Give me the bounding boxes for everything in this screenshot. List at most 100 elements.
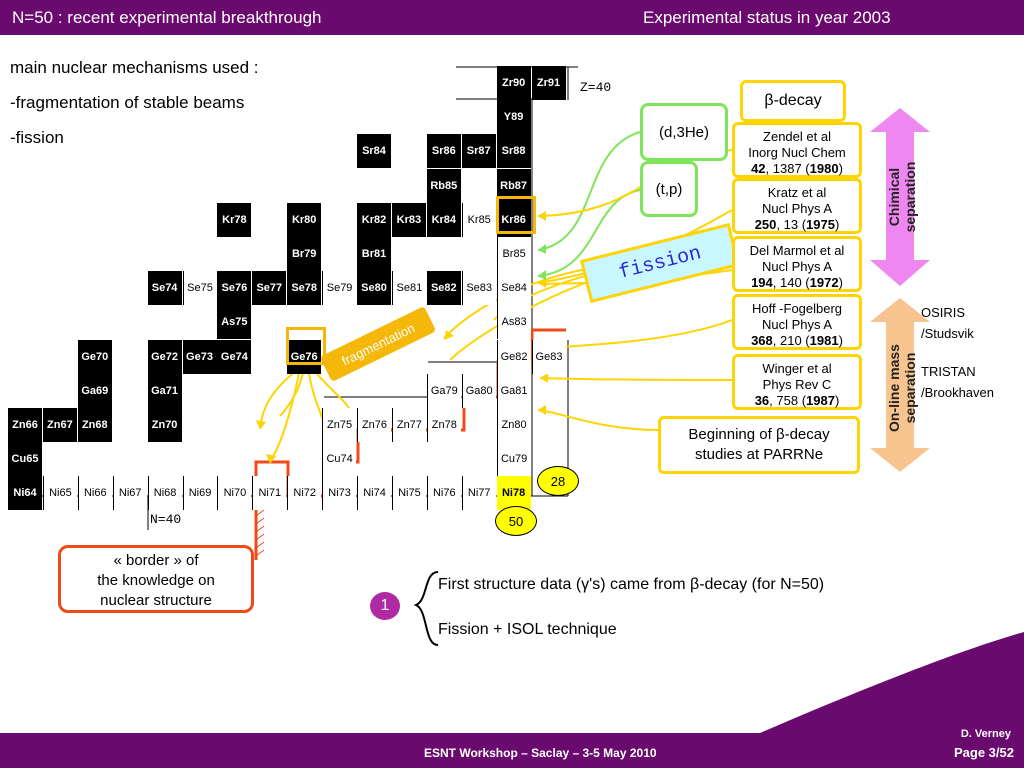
nuclide-ga69: Ga69	[77, 373, 112, 408]
nuclide-kr85: Kr85	[461, 202, 496, 237]
nuclide-sr84: Sr84	[357, 134, 391, 169]
border-note: « border » of the knowledge on nuclear s…	[58, 545, 254, 613]
reference-journal: Nucl Phys A	[761, 317, 833, 332]
nuclide-ge76: Ge76	[287, 339, 322, 374]
reference-volume: 368	[751, 333, 773, 348]
reference-citation: 250, 13 (1975)	[735, 217, 859, 233]
reference-volume: 194	[751, 275, 773, 290]
nuclide-br85: Br85	[496, 237, 531, 271]
z40-label: Z=40	[580, 80, 612, 95]
reference-authors: Del Marmol et al	[749, 243, 845, 258]
reference-journal: Phys Rev C	[762, 377, 832, 392]
nuclide-ga80: Ga80	[461, 373, 496, 408]
nuclide-se75: Se75	[182, 271, 217, 306]
chemical-separation-arrow	[870, 108, 930, 286]
reference-year: 1972	[809, 275, 839, 290]
nuclide-zn78: Zn78	[426, 408, 461, 442]
nuclide-ge83: Ge83	[531, 339, 566, 374]
reference-journal: Nucl Phys A	[761, 201, 833, 216]
nuclide-rb85: Rb85	[426, 168, 461, 203]
reference-citation: 36, 758 (1987)	[735, 393, 859, 409]
reference-authors: Hoff -Fogelberg	[751, 301, 843, 316]
parrne-box: Beginning of β-decay studies at PARRNe	[658, 416, 860, 474]
nuclide-br81: Br81	[357, 237, 391, 271]
nuclide-cu65: Cu65	[8, 442, 42, 477]
nuclide-zn66: Zn66	[8, 408, 42, 442]
reference-authors: Kratz et al	[767, 185, 827, 200]
border-note-line1: « border » of	[113, 552, 199, 569]
reference-page: , 210 (	[772, 333, 810, 348]
nuclide-ni77: Ni77	[461, 476, 496, 511]
nuclide-ge70: Ge70	[77, 339, 112, 374]
magic-50: 50	[495, 506, 537, 536]
reference-close: )	[838, 275, 843, 290]
tristan-site: /Brookhaven	[921, 385, 994, 400]
page-number: Page 3/52	[954, 745, 1014, 760]
reference-journal: Inorg Nucl Chem	[748, 145, 846, 160]
point-number: 1	[370, 592, 400, 620]
author-label: D. Verney	[960, 728, 1011, 740]
nuclide-zn77: Zn77	[391, 408, 426, 442]
parrne-line1: Beginning of β-decay	[688, 426, 830, 443]
reference-year: 1975	[806, 217, 835, 232]
slide-title: N=50 : recent experimental breakthrough	[12, 8, 322, 27]
reference-page: , 758 (	[769, 393, 807, 408]
nuclide-zn75: Zn75	[322, 408, 357, 442]
statement-2: Fission + ISOL technique	[438, 621, 617, 638]
mechanism-fission: -fission	[10, 128, 64, 147]
kr86-highlight	[496, 196, 536, 234]
nuclide-se79: Se79	[322, 271, 357, 306]
nuclide-ga81: Ga81	[496, 373, 531, 408]
nuclide-as75: As75	[217, 305, 252, 340]
nuclide-ga79: Ga79	[426, 373, 461, 408]
nuclide-sr86: Sr86	[426, 134, 461, 169]
nuclide-zn68: Zn68	[77, 408, 112, 442]
nuclide-as83: As83	[496, 305, 531, 340]
osiris-label: OSIRIS	[921, 305, 966, 320]
reference-page: , 13 (	[776, 217, 807, 232]
border-note-line2: the knowledge on	[97, 572, 215, 589]
nuclide-ni75: Ni75	[391, 476, 426, 511]
nuclide-ni64: Ni64	[8, 476, 42, 511]
d3he-reaction: (d,3He)	[640, 103, 728, 161]
nuclide-zn76: Zn76	[357, 408, 391, 442]
reference-close: )	[838, 161, 843, 176]
reference-volume: 250	[754, 217, 777, 232]
header-bar: N=50 : recent experimental breakthrough …	[0, 0, 1024, 35]
nuclide-ga71: Ga71	[147, 373, 182, 408]
nuclide-kr78: Kr78	[217, 202, 252, 237]
parrne-line2: studies at PARRNe	[694, 446, 824, 463]
tristan-label: TRISTAN	[921, 364, 976, 379]
reference-authors: Winger et al	[762, 361, 832, 376]
nuclide-ge73: Ge73	[182, 339, 217, 374]
reference-citation: 368, 210 (1981)	[735, 333, 859, 349]
mechanism-fragmentation: -fragmentation of stable beams	[10, 93, 245, 112]
reference-close: )	[838, 333, 843, 348]
nuclide-ni76: Ni76	[426, 476, 461, 511]
nuclide-se74: Se74	[147, 271, 182, 306]
chemical-separation-label: Chimical separation	[886, 161, 918, 233]
nuclide-ni70: Ni70	[217, 476, 252, 511]
nuclide-se78: Se78	[287, 271, 322, 306]
nuclide-se82: Se82	[426, 271, 461, 306]
nuclide-ni66: Ni66	[77, 476, 112, 511]
nuclide-kr82: Kr82	[357, 202, 391, 237]
reference-citation: 42, 1387 (1980)	[735, 161, 859, 177]
reference-page: , 140 (	[772, 275, 810, 290]
reference-year: 1981	[809, 333, 839, 348]
reference-year: 1987	[806, 393, 835, 408]
statement-1: First structure data (γ's) came from β-d…	[438, 576, 825, 593]
n40-label: N=40	[150, 512, 182, 527]
nuclide-zr91: Zr91	[531, 66, 566, 100]
nuclide-ni73: Ni73	[322, 476, 357, 511]
nuclide-zn80: Zn80	[496, 408, 531, 442]
nuclide-ni69: Ni69	[182, 476, 217, 511]
nuclide-cu79: Cu79	[496, 442, 531, 477]
reference-volume: 42	[751, 161, 766, 176]
mechanisms-title: main nuclear mechanisms used :	[10, 58, 259, 77]
nuclide-ge82: Ge82	[496, 339, 531, 374]
